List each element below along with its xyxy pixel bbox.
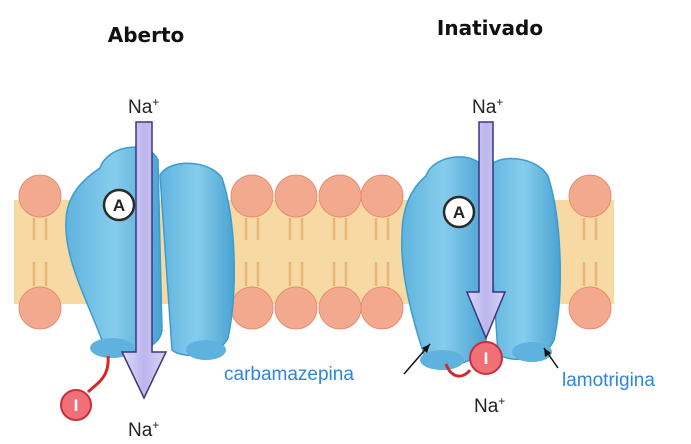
open-ion-top-label: Na+ (128, 95, 159, 118)
carbamazepina-label: carbamazepina (224, 364, 354, 385)
lipid-head (319, 287, 361, 329)
lipid-head (275, 287, 317, 329)
open-ion-bottom-label: Na+ (128, 418, 159, 441)
lipid-head (231, 175, 273, 217)
lamotrigina-label: lamotrigina (562, 370, 655, 391)
open-state-title: Aberto (108, 23, 185, 47)
ion-charge: + (498, 394, 505, 408)
lipid-head (19, 175, 61, 217)
inactivated-state-title: Inativado (437, 16, 543, 40)
open-inactivation-gate-label: I (74, 396, 79, 415)
inactivated-activation-gate-label: A (453, 203, 465, 222)
open-channel-foot-right (186, 340, 226, 360)
ion-charge: + (152, 418, 159, 432)
lipid-head (569, 287, 611, 329)
ion-symbol: Na (128, 420, 153, 441)
inactivated-ion-top-label: Na+ (472, 95, 503, 118)
lipid-head (361, 287, 403, 329)
inactivated-ion-bottom-label: Na+ (474, 394, 505, 417)
lipid-head (361, 175, 403, 217)
lipid-head (231, 287, 273, 329)
open-activation-gate-label: A (113, 196, 125, 215)
lipid-head (275, 175, 317, 217)
ion-symbol: Na (128, 97, 153, 118)
lipid-head (19, 287, 61, 329)
ion-charge: + (496, 95, 503, 109)
inactivated-channel-left-subunit (402, 157, 486, 366)
inactivated-channel: A I (402, 122, 560, 376)
inactivated-inactivation-gate-label: I (484, 349, 489, 368)
open-inactivation-tether (88, 356, 108, 392)
inactivated-channel-right-subunit (486, 159, 560, 360)
ion-charge: + (152, 95, 159, 109)
open-channel-right-subunit (160, 163, 234, 355)
inactivated-channel-foot-left (420, 350, 464, 370)
open-channel: A I (61, 122, 234, 420)
lipid-head (319, 175, 361, 217)
lipid-head (569, 175, 611, 217)
ion-symbol: Na (472, 97, 497, 118)
ion-symbol: Na (474, 396, 499, 417)
